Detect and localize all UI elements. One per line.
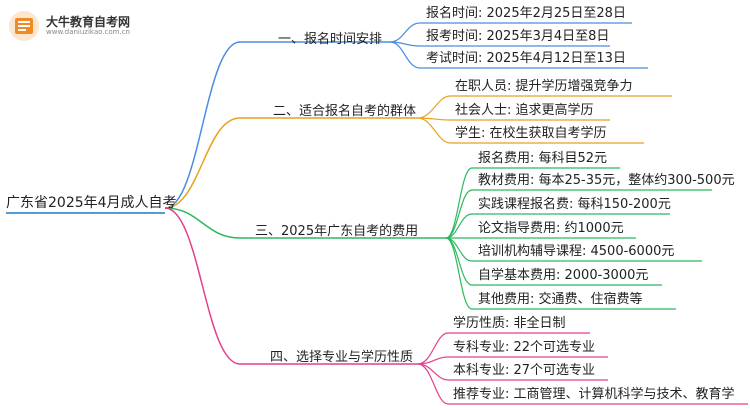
branch-3-leaf-1-line <box>445 167 620 239</box>
root-to-branch-1-line <box>164 41 390 209</box>
branch-3-leaf-5: 培训机构辅导课程: 4500-6000元 <box>478 244 675 259</box>
root-to-branch-3-line <box>164 207 446 239</box>
branch-2-leaf-2: 社会人士: 追求更高学历 <box>455 103 594 118</box>
branch-3-leaf-3: 实践课程报名费: 每科150-200元 <box>478 197 671 212</box>
branch-4-label: 四、选择专业与学历性质 <box>270 350 414 365</box>
branch-1-label: 一、报名时间安排 <box>278 32 383 47</box>
branch-1-leaf-2: 报考时间: 2025年3月4日至8日 <box>426 29 610 44</box>
branch-2-leaf-1: 在职人员: 提升学历增强竞争力 <box>455 79 633 94</box>
branch-4-leaf-2-line <box>417 356 608 365</box>
branch-4-leaf-2: 专科专业: 22个可选专业 <box>453 340 596 355</box>
branch-2-leaf-3: 学生: 在校生获取自考学历 <box>455 126 607 141</box>
root-topic: 广东省2025年4月成人自考 <box>6 195 177 211</box>
branch-3-label: 三、2025年广东自考的费用 <box>255 224 419 239</box>
branch-3-leaf-7-line <box>445 237 676 310</box>
branch-3-leaf-1: 报名费用: 每科目52元 <box>478 151 608 166</box>
branch-1-leaf-1: 报名时间: 2025年2月25日至28日 <box>426 6 626 21</box>
logo-url: www.daniuzikao.com.cn <box>46 28 130 36</box>
branch-3-leaf-6: 自学基本费用: 2000-3000元 <box>478 268 649 283</box>
branch-2-leaf-1-line <box>417 95 672 119</box>
branch-2-leaf-2-line <box>417 117 610 121</box>
branch-4-leaf-3: 本科专业: 27个可选专业 <box>453 363 596 378</box>
branch-1-leaf-1-line <box>389 22 632 43</box>
branch-1-leaf-3-line <box>389 41 648 69</box>
branch-3-leaf-3-line <box>445 213 670 239</box>
branch-2-leaf-3-line <box>417 117 644 144</box>
book-logo-icon <box>9 11 39 41</box>
logo-title: 大牛教育自考网 <box>46 15 131 29</box>
branch-3-leaf-4: 论文指导费用: 约1000元 <box>478 221 624 236</box>
branch-3-leaf-7: 其他费用: 交通费、住宿费等 <box>478 292 643 307</box>
branch-3-leaf-2-line <box>445 189 712 239</box>
root-to-branch-4-line <box>164 207 418 365</box>
branch-4-leaf-4: 推荐专业: 工商管理、计算机科学与技术、教育学 <box>453 387 735 402</box>
root-to-branch-2-line <box>164 117 418 209</box>
branch-4-leaf-1-line <box>417 332 590 365</box>
branch-2-label: 二、适合报名自考的群体 <box>273 104 417 119</box>
branch-3-leaf-2: 教材费用: 每本25-35元，整体约300-500元 <box>478 173 735 188</box>
branch-4-leaf-4-line <box>417 363 748 405</box>
branch-4-leaf-1: 学历性质: 非全日制 <box>453 316 566 331</box>
site-logo[interactable]: 大牛教育自考网 www.daniuzikao.com.cn <box>6 6 146 46</box>
branch-1-leaf-3: 考试时间: 2025年4月12日至13日 <box>426 51 626 66</box>
